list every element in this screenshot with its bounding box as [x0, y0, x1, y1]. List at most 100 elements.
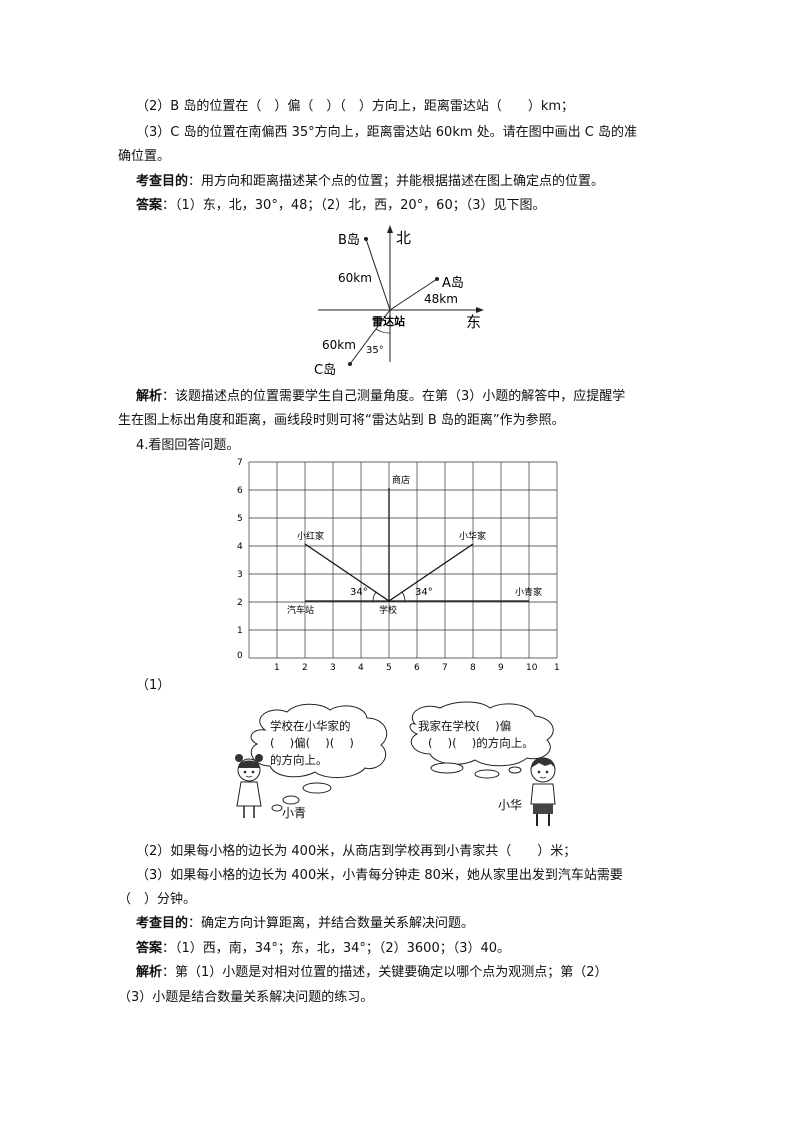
- y-tick-label: 2: [237, 598, 243, 608]
- cartoon-illustration: [235, 701, 556, 826]
- girl-cloud-bubble-1: [302, 782, 332, 794]
- q3-answer-text: ：（1）东，北，30°，48；（2）北，西，20°，60；（3）见下图。: [162, 198, 546, 213]
- x-tick-label: 11: [554, 663, 560, 673]
- b-distance-label: 60km: [338, 271, 372, 285]
- q4-answer: 答案：（1）西，南，34°；东，北，34°；（2）3600；（3）40。: [136, 940, 510, 958]
- boy-cloud-line-2: ( )( )的方向上。: [428, 736, 534, 750]
- girl-cloud-line-1: 学校在小华家的: [270, 719, 351, 733]
- x-tick-label: 5: [386, 663, 392, 673]
- girl-name: 小青: [282, 806, 307, 820]
- q4-aim: 考查目的：确定方向计算距离，并结合数量关系解决问题。: [136, 915, 474, 933]
- q4-analysis-text-1: ：第（1）小题是对相对位置的描述，关键要确定以哪个点为观测点；第（2）: [162, 965, 608, 980]
- c-angle-label: 35°: [366, 345, 384, 356]
- east-arrow: [476, 307, 484, 313]
- c-angle-arc: [375, 328, 391, 334]
- bus-label: 汽车站: [287, 604, 314, 616]
- x-tick-label: 8: [470, 663, 476, 673]
- boy-cloud-bubble-3: [508, 766, 522, 774]
- xiaohong-school-line: [304, 543, 390, 602]
- girl-cloud-bubble-2: [282, 795, 300, 805]
- boy-cloud-bubble-2: [474, 769, 500, 779]
- q4-part-2: （2）如果每小格的边长为 400米，从商店到学校再到小青家共（ ）米；: [136, 844, 577, 859]
- q4-answer-text: ：（1）西，南，34°；东，北，34°；（2）3600；（3）40。: [162, 941, 511, 956]
- x-tick-label: 7: [442, 663, 448, 673]
- y-tick-label: 7: [237, 458, 243, 468]
- q3-answer-label: 答案: [136, 198, 163, 213]
- angle-right-label: 34°: [415, 587, 433, 598]
- q3-aim-text: ：用方向和距离描述某个点的位置；并能根据描述在图上确定点的位置。: [188, 174, 605, 189]
- q3-line-2: （2）B 岛的位置在（ ）偏（ ）（ ）方向上，距离雷达站（ ）km；: [136, 99, 575, 114]
- girl-figure: [235, 754, 263, 818]
- q4-aim-label: 考查目的: [136, 916, 189, 931]
- girl-cloud-bubble-3: [271, 804, 283, 812]
- north-arrow: [387, 225, 393, 233]
- q3-aim: 考查目的：用方向和距离描述某个点的位置；并能根据描述在图上确定点的位置。: [136, 173, 604, 191]
- x-tick-label: 6: [414, 663, 420, 673]
- angle-left-label: 34°: [350, 587, 368, 598]
- q4-part-3b: （ ）分钟。: [118, 892, 197, 907]
- xiaoqing-label: 小青家: [515, 586, 542, 598]
- a-distance-label: 48km: [424, 292, 458, 306]
- b-island-line: [365, 238, 391, 311]
- angle-arc-right: [401, 591, 406, 602]
- north-label: 北: [396, 229, 411, 247]
- q4-title: 4.看图回答问题。: [136, 438, 240, 453]
- c-island-line: [349, 309, 391, 365]
- y-tick-label: 3: [237, 570, 243, 580]
- q4-answer-label: 答案: [136, 941, 163, 956]
- school-label: 学校: [379, 604, 397, 616]
- y-tick-label: 4: [237, 542, 243, 552]
- q4-analysis-1: 解析：第（1）小题是对相对位置的描述，关键要确定以哪个点为观测点；第（2）: [136, 964, 608, 982]
- q3-analysis-text-1: ：该题描述点的位置需要学生自己测量角度。在第（3）小题的解答中，应提醒学: [162, 389, 626, 404]
- b-island-point: [364, 237, 368, 241]
- q4-analysis-2: （3）小题是结合数量关系解决问题的练习。: [118, 990, 374, 1005]
- boy-thought-cloud: [409, 701, 554, 767]
- angle-arc-left: [372, 591, 377, 602]
- q3-line-3a: （3）C 岛的位置在南偏西 35°方向上，距离雷达站 60km 处。请在图中画出…: [136, 125, 637, 140]
- boy-cloud-bubble-1: [430, 762, 464, 774]
- q4-aim-text: ：确定方向计算距离，并结合数量关系解决问题。: [188, 916, 475, 931]
- q4-part-3a: （3）如果每小格的边长为 400米，小青每分钟走 80米，她从家里出发到汽车站需…: [136, 868, 623, 883]
- x-tick-label: 4: [358, 663, 364, 673]
- x-tick-label: 10: [526, 663, 538, 673]
- radar-diagram: B岛 北 60km A岛 48km 雷达站 东 60km 35° C岛: [314, 225, 484, 378]
- b-island-label: B岛: [338, 232, 360, 248]
- y-tick-label: 0: [237, 651, 243, 661]
- y-tick-label: 5: [237, 514, 243, 524]
- a-island-point: [435, 277, 439, 281]
- grid-lines: [248, 461, 558, 659]
- c-distance-label: 60km: [322, 338, 356, 352]
- q3-aim-label: 考查目的: [136, 174, 189, 189]
- east-label: 东: [466, 313, 481, 331]
- a-island-label: A岛: [442, 275, 464, 291]
- y-tick-label: 1: [237, 626, 243, 636]
- grid-map: 1 2 3 4 5 6 7 8 9 10 11 0 1 2 3 4 5 6 7 商店 小红家 小华家 小青家 汽车站…: [237, 458, 560, 673]
- station-label: 雷达站: [372, 314, 405, 328]
- xiaohua-school-line: [388, 543, 474, 602]
- x-tick-label: 1: [274, 663, 280, 673]
- q3-analysis-label: 解析: [136, 389, 163, 404]
- girl-cloud-line-3: 的方向上。: [270, 753, 328, 767]
- x-tick-label: 2: [302, 663, 308, 673]
- x-tick-label: 3: [330, 663, 336, 673]
- girl-cloud-line-2: ( )偏( )( ): [270, 736, 354, 750]
- boy-figure: [530, 757, 556, 826]
- xiaohong-label: 小红家: [297, 530, 324, 542]
- a-island-line: [389, 278, 438, 311]
- q3-line-3b: 确位置。: [118, 149, 171, 164]
- y-tick-label: 6: [237, 486, 243, 496]
- q3-analysis-1: 解析：该题描述点的位置需要学生自己测量角度。在第（3）小题的解答中，应提醒学: [136, 388, 625, 406]
- c-island-point: [348, 362, 352, 366]
- q3-analysis-2: 生在图上标出角度和距离，画线段时则可将“雷达站到 B 岛的距离”作为参照。: [118, 413, 565, 428]
- boy-cloud-line-1: 我家在学校( )偏: [418, 719, 512, 733]
- q4-analysis-label: 解析: [136, 965, 163, 980]
- c-island-label: C岛: [314, 362, 336, 378]
- x-tick-label: 9: [498, 663, 504, 673]
- girl-thought-cloud: [250, 703, 388, 778]
- shop-label: 商店: [392, 474, 410, 486]
- q3-answer: 答案：（1）东，北，30°，48；（2）北，西，20°，60；（3）见下图。: [136, 197, 546, 215]
- xiaohua-label: 小华家: [459, 530, 486, 542]
- boy-name: 小华: [498, 798, 523, 812]
- grid-ticks: 1 2 3 4 5 6 7 8 9 10 11 0 1 2 3 4 5 6 7: [237, 458, 560, 673]
- q4-part-1: （1）: [136, 678, 171, 693]
